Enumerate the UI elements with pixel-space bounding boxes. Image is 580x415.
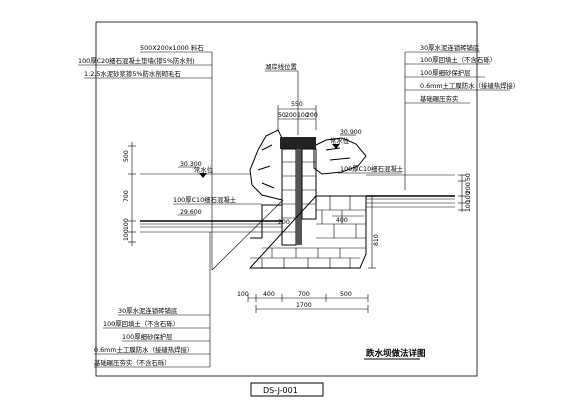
label-lb3: 100厚细砂保护层 xyxy=(122,332,173,341)
dim-b700: 700 xyxy=(298,291,310,298)
dim-r100b: 100 xyxy=(465,200,472,212)
drawing-title: 跌水坝做法详图 xyxy=(366,348,426,359)
label-lb5: 基础碾压夯实（不含石砾） xyxy=(94,358,171,367)
label-concrete-pad: 100厚C20细石混凝土垫墙(掺5%防水剂) xyxy=(78,56,195,65)
drawing-code: DS-J-001 xyxy=(263,386,298,395)
elev-30300: 30.300 xyxy=(180,161,202,168)
dim-r200: 200 xyxy=(465,182,472,194)
rock-right xyxy=(313,137,367,175)
dim-200a: 200 xyxy=(285,112,297,119)
label-concrete-right: 100厚C10细石混凝土 xyxy=(340,164,404,173)
label-water-left: 常水位 xyxy=(194,165,214,174)
dim-810-group: 810 xyxy=(368,195,380,269)
right-top-annotations: 30厚水泥连锁砖铺底 100厚回填土（不含石砾） 100厚细砂保护层 0.6mm… xyxy=(404,43,519,190)
dim-v100b: 100 xyxy=(123,229,130,241)
dam-core xyxy=(280,137,317,246)
left-bottom-annotations: 30厚水泥连锁砖铺底 100厚回填土（不含石砾） 100厚细砂保护层 0.6mm… xyxy=(94,232,211,368)
dim-b400: 400 xyxy=(263,291,275,298)
label-r3: 100厚细砂保护层 xyxy=(420,68,471,77)
rock-left xyxy=(249,129,283,201)
label-mortar: 1:2.5水泥砂浆掺5%防水剂砌毛石 xyxy=(84,69,181,78)
label-stone: 500X200x1000 料石 xyxy=(140,43,204,52)
dim-550: 550 xyxy=(291,101,303,108)
right-vertical-dimensions: 50 200 100 100 xyxy=(458,173,472,212)
elev-29600: 29.600 xyxy=(180,209,202,216)
label-r5: 基础碾压夯实 xyxy=(420,94,458,103)
dim-b500: 500 xyxy=(340,291,352,298)
dim-v400-mid: 400 xyxy=(336,217,348,224)
label-lake-line: 湖岸线位置 xyxy=(265,62,298,71)
dim-v200-mid: 200 xyxy=(278,219,290,226)
label-r1: 30厚水泥连锁砖铺底 xyxy=(420,43,480,52)
elevations: 30.900 30.300 29.600 xyxy=(178,129,362,216)
dim-v100a: 100 xyxy=(123,218,130,230)
label-lb2: 100厚回填土（不含石砾） xyxy=(103,319,179,328)
dim-b100: 100 xyxy=(237,291,249,298)
label-concrete-left: 100厚C10细石混凝土 xyxy=(173,195,237,204)
label-lb1: 30厚水泥连锁砖铺底 xyxy=(118,306,178,315)
water-ground-lines xyxy=(140,173,455,233)
label-r2: 100厚回填土（不含石砾） xyxy=(420,55,496,64)
dim-v500: 500 xyxy=(123,150,130,162)
left-top-annotations: 500X200x1000 料石 100厚C20细石混凝土垫墙(掺5%防水剂) 1… xyxy=(78,43,284,271)
water-level-markers: 常水位 常水位 xyxy=(194,136,350,178)
dim-v700: 700 xyxy=(123,190,130,202)
drawing-code-box xyxy=(250,382,324,397)
mid-vertical-dimensions: 200 400 xyxy=(278,215,364,226)
label-r4: 0.6mm土工膜防水（接缝热焊接） xyxy=(420,81,519,90)
bottom-dimensions: 100 400 700 500 1700 xyxy=(237,291,369,313)
left-vertical-dimensions: 500 700 100 100 xyxy=(123,142,136,246)
dim-b1700: 1700 xyxy=(296,302,312,309)
label-lb4: 0.6mm土工膜防水（接缝热焊接） xyxy=(94,345,193,354)
top-dimensions: 550 50 200 100 200 xyxy=(277,101,318,130)
sheet-border xyxy=(95,21,478,377)
dim-100: 100 xyxy=(297,112,309,119)
dim-r100a: 100 xyxy=(465,191,472,203)
dim-200b: 200 xyxy=(306,112,318,119)
dim-810: 810 xyxy=(373,234,380,246)
dim-r50: 50 xyxy=(465,173,472,181)
label-water-right: 常水位 xyxy=(330,136,350,145)
dim-50: 50 xyxy=(278,112,286,119)
elev-30900: 30.900 xyxy=(340,129,362,136)
